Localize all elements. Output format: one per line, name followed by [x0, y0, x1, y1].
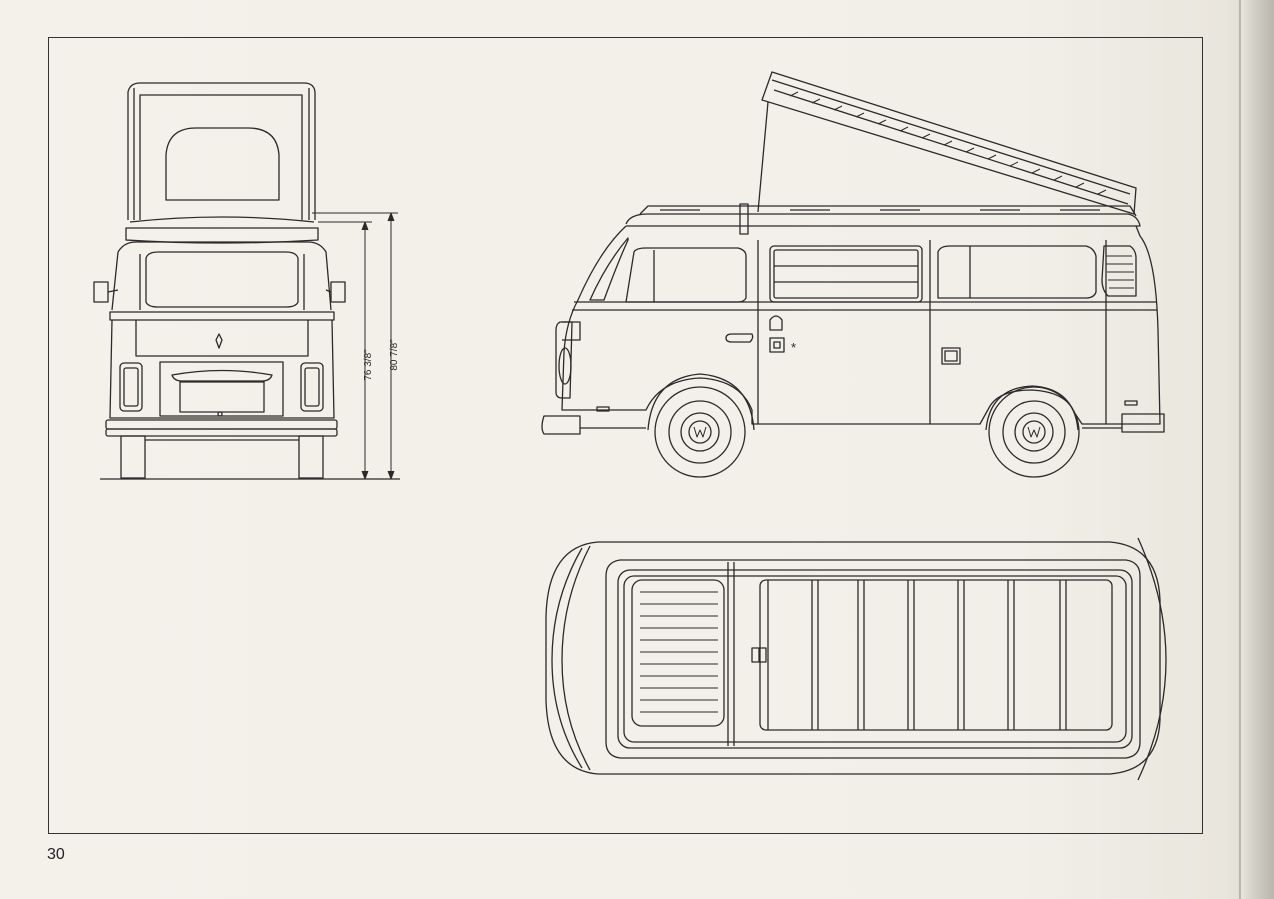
- outer-height-label: 80 7/8": [389, 339, 400, 371]
- inner-height-label: 76 3/8": [363, 349, 374, 381]
- rear-view-drawing: [93, 82, 400, 480]
- page-number: 30: [47, 846, 65, 863]
- top-view-drawing: [545, 537, 1167, 781]
- door-asterisk-mark: *: [791, 340, 796, 355]
- side-view-drawing: [541, 71, 1165, 478]
- height-dimension-lines: [312, 212, 398, 480]
- page-binding-shadow: [1240, 0, 1274, 899]
- drawing-frame: [48, 37, 1203, 834]
